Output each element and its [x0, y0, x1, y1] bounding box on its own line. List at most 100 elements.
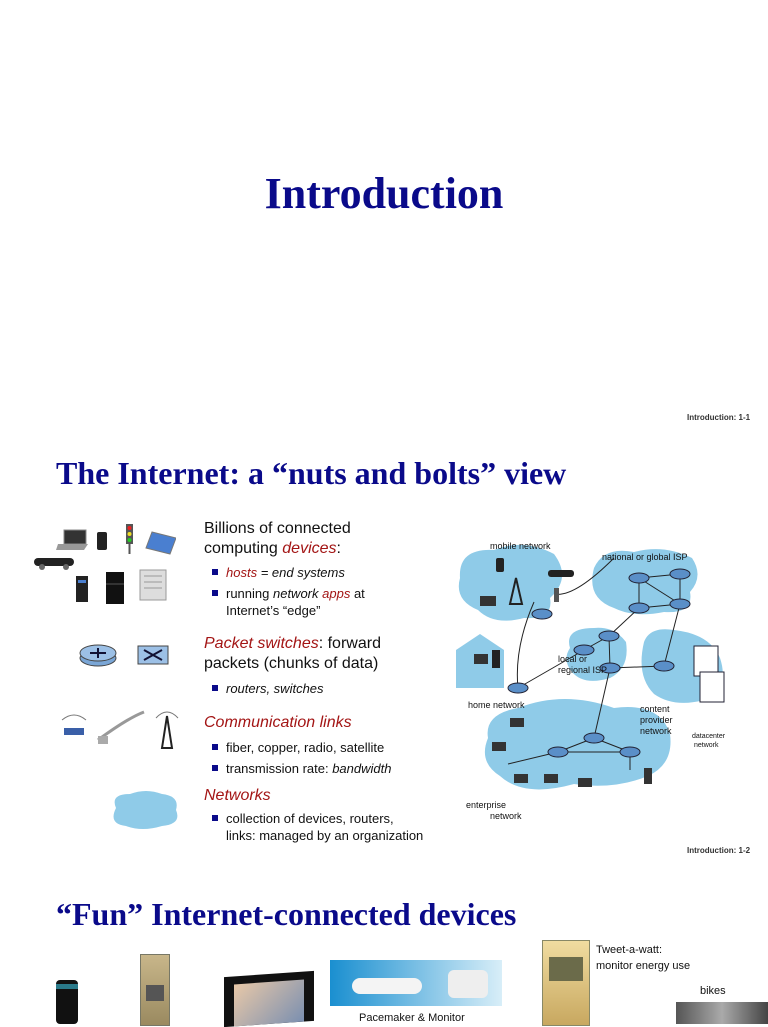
traffic-light-icon — [126, 524, 133, 554]
wifi-router-icon — [61, 714, 87, 735]
at-word: at — [350, 586, 365, 601]
label-local-isp-2: regional ISP — [558, 665, 607, 675]
packet-switches-term: Packet switches — [204, 635, 319, 652]
car-icon — [548, 570, 574, 577]
router-icon — [573, 644, 595, 656]
forward-text: : forward — [318, 635, 381, 652]
pacemaker-image — [330, 960, 502, 1006]
bullet-hosts: hosts = end systems — [212, 564, 345, 581]
hosts-term: hosts — [226, 565, 258, 580]
label-local-isp-1: local or — [558, 654, 587, 664]
slide-footer: Introduction: 1-2 — [687, 846, 751, 855]
communication-links-illustration — [61, 710, 179, 749]
tweet-a-watt-image — [542, 940, 590, 1026]
label-pacemaker: Pacemaker & Monitor — [359, 1012, 465, 1024]
end-devices-illustration — [34, 524, 176, 604]
server-icon — [76, 576, 88, 602]
smartphone-icon — [97, 532, 107, 550]
devices-heading: Billions of connected computing devices: — [204, 519, 351, 559]
smartphone-icon — [496, 558, 504, 572]
router-icon — [79, 644, 117, 667]
bandwidth-term: bandwidth — [332, 761, 392, 776]
label-bikes: bikes — [700, 985, 726, 997]
router-icon — [583, 732, 605, 744]
label-tweet-a-watt: Tweet-a-watt: monitor energy use — [596, 942, 690, 974]
label-enterprise-2: network — [490, 811, 522, 821]
devices-heading-line1: Billions of connected — [204, 520, 351, 537]
tweet-line2: monitor energy use — [596, 960, 691, 972]
smart-thermostat-image — [140, 954, 170, 1026]
car-icon — [34, 558, 74, 570]
tablet-icon — [145, 531, 176, 555]
server-rack-icon — [139, 569, 167, 601]
label-datacenter-1: datacenter — [692, 733, 726, 740]
collection-line2: links: managed by an organization — [226, 828, 424, 843]
label-content-3: network — [640, 726, 672, 736]
rate-text: transmission rate: — [226, 761, 333, 776]
running-text: running — [226, 586, 273, 601]
apps-term: apps — [322, 586, 351, 601]
router-icon — [619, 746, 641, 758]
bullet-rate: transmission rate: bandwidth — [212, 760, 392, 777]
router-icon — [531, 608, 553, 620]
label-datacenter-2: network — [694, 742, 719, 749]
cable-icon — [97, 710, 145, 744]
slide-2: The Internet: a “nuts and bolts” view Bi… — [0, 438, 768, 868]
bullet-routers: routers, switches — [212, 680, 324, 697]
label-content-2: provider — [640, 715, 673, 725]
slide-title: Introduction — [264, 169, 504, 218]
switches-heading: Packet switches: forward packets (chunks… — [204, 634, 381, 674]
internet-edge: Internet’s “edge” — [226, 603, 321, 618]
router-icon — [628, 602, 650, 614]
cell-tower-icon — [155, 711, 179, 749]
server-rack-icon — [693, 645, 725, 703]
enterprise-host-icons — [492, 718, 652, 787]
devices-term: devices — [282, 540, 337, 557]
laptop-icon — [480, 596, 496, 606]
network-cloud-icon — [113, 791, 178, 829]
internet-topology-diagram: mobile network national or global ISP lo… — [456, 541, 726, 821]
packet-switches-illustration — [79, 644, 169, 667]
bullet-fiber: fiber, copper, radio, satellite — [212, 739, 385, 756]
slide-1: Introduction Introduction: 1-1 — [0, 0, 768, 438]
router-icon — [598, 630, 620, 642]
tweet-line1: Tweet-a-watt: — [596, 944, 663, 956]
slide-title: “Fun” Internet-connected devices — [56, 896, 517, 932]
collection-line1: collection of devices, routers, — [226, 811, 394, 826]
bullet-collection: collection of devices, routers, links: m… — [212, 810, 424, 844]
label-content-1: content — [640, 704, 670, 714]
fridge-icon — [106, 572, 124, 604]
routers-text: routers, switches — [226, 681, 324, 696]
smart-speaker-image — [56, 980, 78, 1024]
bullet-running: running network apps at Internet’s “edge… — [212, 585, 365, 619]
network-word: network — [272, 586, 323, 601]
label-enterprise-1: enterprise — [466, 800, 506, 810]
router-icon — [669, 568, 691, 580]
router-icon — [653, 660, 675, 672]
router-icon — [628, 572, 650, 584]
router-icon — [669, 598, 691, 610]
bikes-image — [676, 1002, 768, 1024]
cell-tower-icon — [508, 577, 524, 605]
router-icon — [547, 746, 569, 758]
label-mobile-network: mobile network — [490, 541, 551, 551]
slide-3: “Fun” Internet-connected devices Pacemak… — [0, 868, 768, 1027]
devices-colon: : — [336, 540, 341, 557]
slide-title: The Internet: a “nuts and bolts” view — [56, 455, 567, 491]
slide-footer: Introduction: 1-1 — [687, 413, 751, 422]
fiber-text: fiber, copper, radio, satellite — [226, 740, 385, 755]
picture-frame-image — [224, 970, 314, 1027]
packets-text: packets (chunks of data) — [204, 655, 379, 672]
router-icon — [507, 682, 529, 694]
router-icon — [599, 662, 621, 674]
links-heading: Communication links — [204, 714, 352, 731]
home-pc-icon — [474, 650, 500, 668]
laptop-icon — [56, 529, 88, 550]
switch-icon — [137, 645, 169, 665]
label-national-isp: national or global ISP — [602, 552, 688, 562]
label-home-network: home network — [468, 700, 525, 710]
devices-heading-line2: computing — [204, 540, 283, 557]
traffic-light-icon — [554, 588, 559, 602]
networks-heading: Networks — [204, 787, 271, 804]
hosts-desc: = end systems — [257, 565, 345, 580]
